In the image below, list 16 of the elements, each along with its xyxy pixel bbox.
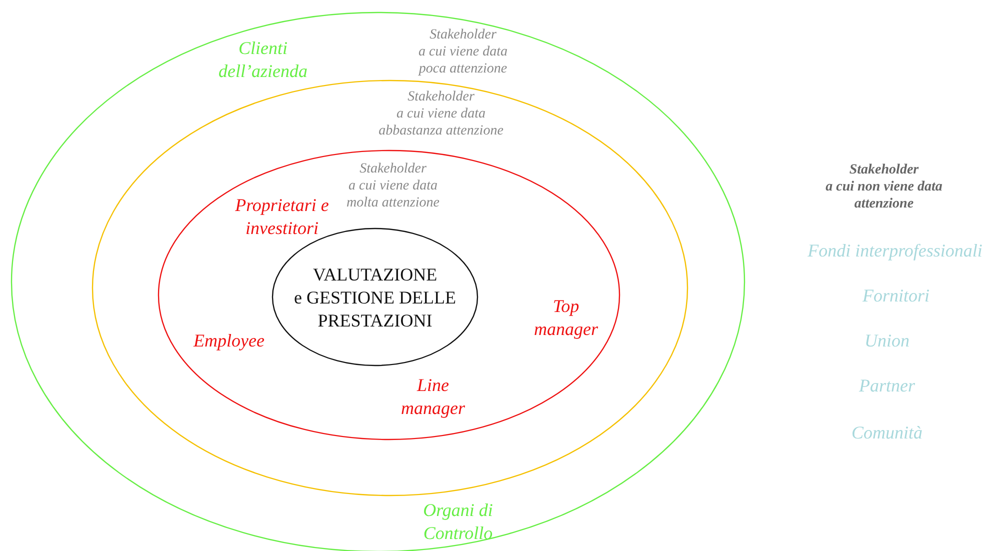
- stakeholder-label: Partner: [859, 374, 915, 398]
- stakeholder-group-label: Stakeholder a cui viene data abbastanza attenzione: [378, 88, 504, 140]
- stakeholder-label: Fondi interprofessionali: [808, 240, 982, 262]
- stakeholder-group-label: Stakeholder a cui non viene data attenzione: [826, 162, 942, 212]
- stakeholder-label: Line manager: [401, 374, 465, 420]
- stakeholder-label: Top manager: [534, 295, 598, 341]
- stakeholder-group-label: Stakeholder a cui viene data molta attenzione: [346, 160, 440, 212]
- stakeholder-group-label: Stakeholder a cui viene data poca attenzione: [418, 26, 508, 78]
- stakeholder-label: Comunità: [852, 422, 922, 444]
- stakeholder-label: Fornitori: [862, 284, 930, 308]
- stakeholder-label: Union: [864, 330, 910, 352]
- center-title: VALUTAZIONE e GESTIONE DELLE PRESTAZIONI: [294, 264, 456, 332]
- stakeholder-label: Proprietari e investitori: [235, 194, 329, 240]
- stakeholder-label: Organi di Controllo: [423, 499, 493, 545]
- stakeholder-label: Clienti dell’azienda: [218, 37, 308, 83]
- stakeholder-label: Employee: [194, 330, 264, 352]
